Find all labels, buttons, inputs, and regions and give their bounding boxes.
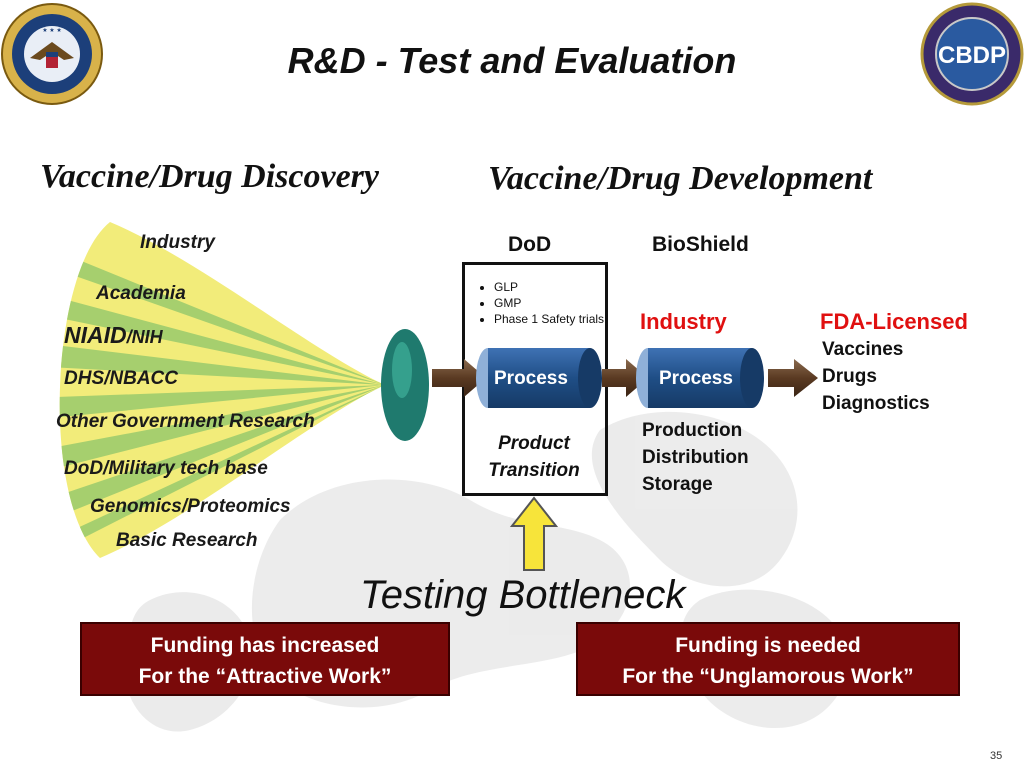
discovery-heading: Vaccine/Drug Discovery — [40, 158, 380, 195]
bullet-phase1: Phase 1 Safety trials — [494, 311, 614, 327]
bullet-glp: GLP — [494, 279, 614, 295]
dod-bullets: GLP GMP Phase 1 Safety trials — [478, 279, 614, 327]
funding-needed-line1: Funding is needed — [675, 634, 861, 657]
source-dhs-nbacc: DHS/NBACC — [64, 368, 178, 389]
discovery-funnel — [59, 222, 429, 558]
source-basic-research: Basic Research — [116, 530, 258, 551]
fda-item-diagnostics: Diagnostics — [822, 393, 930, 414]
fda-licensed-label: FDA-Licensed — [820, 309, 968, 334]
funding-increased-line2: For the “Attractive Work” — [138, 665, 392, 688]
source-genomics: Genomics/Proteomics — [90, 496, 291, 517]
source-industry: Industry — [140, 232, 215, 253]
source-niaid-suffix: /NIH — [126, 327, 163, 347]
fda-item-drugs: Drugs — [822, 366, 877, 387]
up-arrow-icon — [510, 496, 558, 571]
funding-increased-line1: Funding has increased — [150, 634, 380, 657]
funding-needed-line2: For the “Unglamorous Work” — [622, 665, 914, 688]
bioshield-label: BioShield — [652, 233, 749, 256]
testing-bottleneck: Testing Bottleneck — [360, 573, 686, 617]
step-storage: Storage — [642, 474, 713, 495]
source-niaid-main: NIAID — [64, 322, 127, 348]
development-heading: Vaccine/Drug Development — [488, 160, 873, 197]
svg-text:★ ★ ★: ★ ★ ★ — [42, 27, 61, 34]
arrow-to-fda — [768, 359, 818, 397]
bioshield-process-label: Process — [659, 368, 733, 389]
bioshield-steps: Production Distribution Storage — [642, 417, 749, 498]
product-transition-line2: Transition — [488, 460, 580, 481]
funding-increased-box: Funding has increased For the “Attractiv… — [80, 622, 450, 696]
dod-process-label: Process — [494, 368, 568, 389]
product-transition: Product Transition — [464, 430, 604, 484]
bullet-gmp: GMP — [494, 295, 614, 311]
dod-seal-logo: ★ ★ ★ — [1, 3, 103, 105]
funding-needed-box: Funding is needed For the “Unglamorous W… — [576, 622, 960, 696]
step-production: Production — [642, 420, 743, 441]
step-distribution: Distribution — [642, 447, 749, 468]
cbdp-logo-text: CBDP — [938, 42, 1006, 69]
source-academia: Academia — [96, 283, 186, 304]
page-number: 35 — [990, 750, 1003, 762]
industry-label: Industry — [640, 309, 727, 334]
arrow-dod-to-bioshield — [602, 359, 648, 397]
cbdp-seal-logo: CBDP — [920, 2, 1024, 106]
arrow-into-dod — [432, 359, 486, 397]
fda-item-vaccines: Vaccines — [822, 339, 904, 360]
page-title: R&D - Test and Evaluation — [287, 40, 737, 81]
product-transition-line1: Product — [498, 433, 570, 454]
process-flow — [432, 348, 818, 408]
fda-items: Vaccines Drugs Diagnostics — [822, 336, 930, 417]
source-other-government: Other Government Research — [56, 411, 315, 432]
source-dod-military: DoD/Military tech base — [64, 458, 268, 479]
source-niaid: NIAID/NIH — [64, 322, 163, 349]
dod-label: DoD — [508, 233, 552, 256]
